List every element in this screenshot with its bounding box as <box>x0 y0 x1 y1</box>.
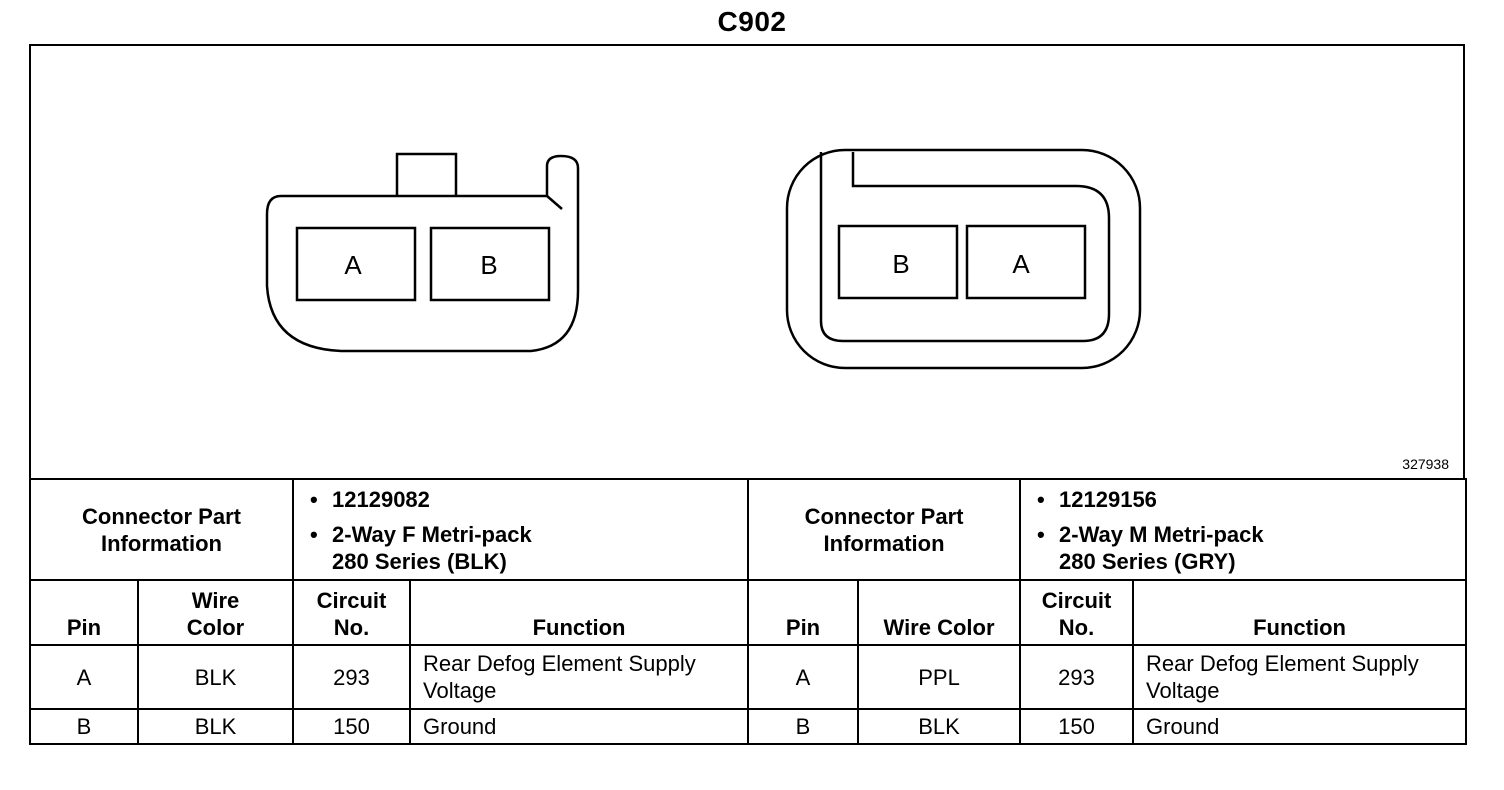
cavity-a-right <box>965 224 1087 300</box>
circuit-cell: 150 <box>1019 708 1135 745</box>
function-cell: Rear Defog Element Supply Voltage <box>1132 644 1468 710</box>
header-function-right: Function <box>1132 579 1468 646</box>
header-wire-color-left: Wire Color <box>136 579 295 646</box>
part-info-right: 12129156 2-Way M Metri-pack 280 Series (… <box>1019 478 1468 581</box>
table-row: A BLK 293 Rear Defog Element Supply Volt… <box>29 644 1468 710</box>
function-cell: Ground <box>409 708 750 745</box>
cavity-label-left-a: A <box>344 250 362 280</box>
circuit-cell: 293 <box>292 644 412 710</box>
connector-title: C902 <box>717 6 787 37</box>
cavity-a-left <box>295 226 417 302</box>
wire-color-cell: PPL <box>857 644 1022 710</box>
column-header-row: Pin Wire Color Circuit No. Function Pin … <box>29 579 1468 646</box>
function-cell: Ground <box>1132 708 1468 745</box>
header-pin-right: Pin <box>747 579 860 646</box>
circuit-cell: 293 <box>1019 644 1135 710</box>
connector-info-table: Connector Part Information 12129082 2-Wa… <box>28 478 1468 745</box>
figure-id: 327938 <box>1402 456 1449 472</box>
pin-cell: B <box>747 708 860 745</box>
cavity-b-right <box>837 224 959 300</box>
part-info-left: 12129082 2-Way F Metri-pack 280 Series (… <box>292 478 750 581</box>
part-desc-right: 2-Way M Metri-pack <box>1059 522 1264 547</box>
wire-color-cell: BLK <box>136 708 295 745</box>
connector-part-info-label-left: Connector Part Information <box>28 478 295 581</box>
pin-cell: A <box>29 644 139 710</box>
wire-color-cell: BLK <box>136 644 295 710</box>
wire-color-cell: BLK <box>857 708 1022 745</box>
part-info-row: Connector Part Information 12129082 2-Wa… <box>28 478 1468 581</box>
header-function-left: Function <box>409 579 750 646</box>
cavity-label-right-b: B <box>892 249 909 279</box>
part-desc-left: 2-Way F Metri-pack <box>332 522 532 547</box>
part-number-right: 12129156 <box>1059 487 1157 512</box>
connector-left-housing <box>265 152 580 353</box>
pin-cell: A <box>747 644 860 710</box>
part-series-right: 280 Series (GRY) <box>1059 549 1236 574</box>
header-pin-left: Pin <box>29 579 139 646</box>
pin-cell: B <box>29 708 139 745</box>
circuit-cell: 150 <box>292 708 412 745</box>
header-circuit-left: Circuit No. <box>292 579 412 646</box>
connector-diagram: A B B A <box>265 148 1142 370</box>
header-wire-color-right: Wire Color <box>857 579 1022 646</box>
cavity-b-left <box>429 226 551 302</box>
connector-right-housing <box>785 148 1142 370</box>
cavity-label-right-a: A <box>1012 249 1030 279</box>
connector-part-info-label-right: Connector Part Information <box>747 478 1022 581</box>
part-number-left: 12129082 <box>332 487 430 512</box>
connector-diagram-frame: A B B A 327938 <box>29 44 1465 478</box>
cavity-label-left-b: B <box>480 250 497 280</box>
function-cell: Rear Defog Element Supply Voltage <box>409 644 750 710</box>
table-row: B BLK 150 Ground B BLK 150 Ground <box>29 708 1468 745</box>
header-circuit-right: Circuit No. <box>1019 579 1135 646</box>
part-series-left: 280 Series (BLK) <box>332 549 507 574</box>
